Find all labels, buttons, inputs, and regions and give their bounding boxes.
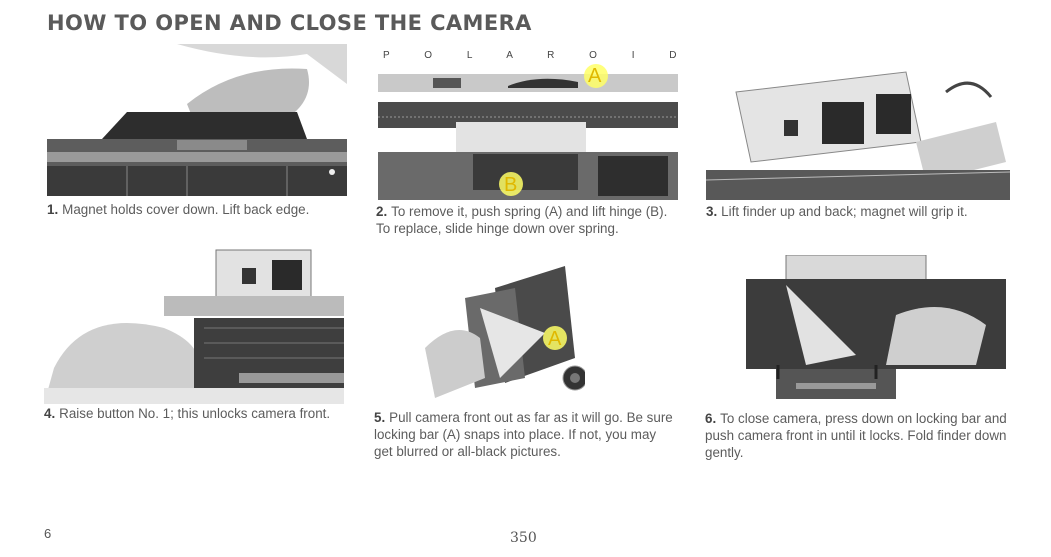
photo-step-4	[44, 248, 344, 404]
caption-step-4: 4.Raise button No. 1; this unlocks camer…	[44, 405, 349, 422]
step-text: Magnet holds cover down. Lift back edge.	[62, 202, 310, 217]
step-number: 4.	[44, 406, 56, 421]
photo-4-illustration	[44, 248, 344, 404]
photo-step-2: P O L A R O I D A B	[378, 44, 678, 200]
page-number: 6	[44, 526, 52, 541]
step-number: 2.	[376, 204, 388, 219]
page-title: HOW TO OPEN AND CLOSE THE CAMERA	[47, 11, 532, 35]
callout-a-label: A	[588, 65, 602, 87]
photo-step-5: A	[425, 258, 585, 408]
callout-a-marker	[543, 326, 567, 350]
step-text: Pull camera front out as far as it will …	[374, 410, 673, 459]
photo-3-illustration	[706, 52, 1010, 200]
step-number: 6.	[705, 411, 717, 426]
photo-5-illustration: A	[425, 258, 585, 408]
step-text: To remove it, push spring (A) and lift h…	[376, 204, 668, 236]
caption-step-3: 3.Lift finder up and back; magnet will g…	[706, 203, 1006, 220]
callout-a-label: A	[548, 328, 562, 350]
caption-step-6: 6.To close camera, press down on locking…	[705, 410, 1007, 461]
callout-b-marker	[499, 172, 523, 196]
photo-step-6	[746, 255, 1006, 409]
step-text: To close camera, press down on locking b…	[705, 411, 1007, 460]
brand-text: P O L A R O I D	[383, 50, 678, 61]
step-number: 1.	[47, 202, 59, 217]
photo-6-illustration	[746, 255, 1006, 409]
callout-a-marker	[584, 64, 608, 88]
photo-2-illustration: P O L A R O I D A B	[378, 44, 678, 200]
photo-1-illustration	[47, 44, 347, 196]
step-text: Lift finder up and back; magnet will gri…	[721, 204, 968, 219]
step-text: Raise button No. 1; this unlocks camera …	[59, 406, 331, 421]
photo-step-3	[706, 52, 1010, 200]
photo-step-1	[47, 44, 347, 196]
caption-step-2: 2.To remove it, push spring (A) and lift…	[376, 203, 678, 237]
step-number: 5.	[374, 410, 386, 425]
caption-step-1: 1.Magnet holds cover down. Lift back edg…	[47, 201, 347, 218]
footer-number: 350	[510, 530, 537, 546]
caption-step-5: 5.Pull camera front out as far as it wil…	[374, 409, 678, 460]
step-number: 3.	[706, 204, 718, 219]
callout-b-label: B	[504, 174, 517, 196]
